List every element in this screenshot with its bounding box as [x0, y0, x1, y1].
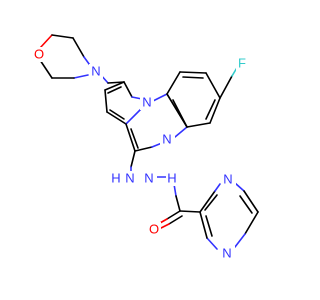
quinoxaline-nitrogen-label: N	[162, 132, 171, 147]
methylene-linker	[99, 73, 125, 84]
benzene-ring	[166, 71, 221, 128]
pyrrole-nitrogen-label: N	[142, 95, 151, 110]
carbonyl-group	[159, 210, 183, 229]
pyrazine-nitrogen-top-label: N	[223, 172, 232, 187]
central-ring	[125, 93, 188, 152]
hydrazine-hydrogen-2-label: H	[167, 171, 176, 186]
pyrrole-ring	[104, 81, 144, 125]
carbonyl-oxygen-label: O	[149, 222, 159, 237]
pyrazine-nitrogen-bottom-label: N	[222, 246, 231, 261]
hydrazine-nitrogen-2-label: N	[144, 171, 153, 186]
morpholine-ring	[39, 34, 93, 79]
hydrazine-hydrogen-1-label: H	[111, 171, 120, 186]
hydrazine-nitrogen-1-label: N	[125, 171, 134, 186]
fluorine-label: F	[238, 56, 246, 71]
molecule-structure-diagram: O N F N N H N N H O N N	[32, 34, 259, 261]
atom-labels: O N F N N H N N H O N N	[32, 47, 248, 261]
morpholine-oxygen-label: O	[34, 47, 44, 62]
morpholine-nitrogen-label: N	[91, 64, 100, 79]
pyrazine-ring	[179, 182, 259, 250]
fluorine-substituent	[219, 65, 239, 99]
